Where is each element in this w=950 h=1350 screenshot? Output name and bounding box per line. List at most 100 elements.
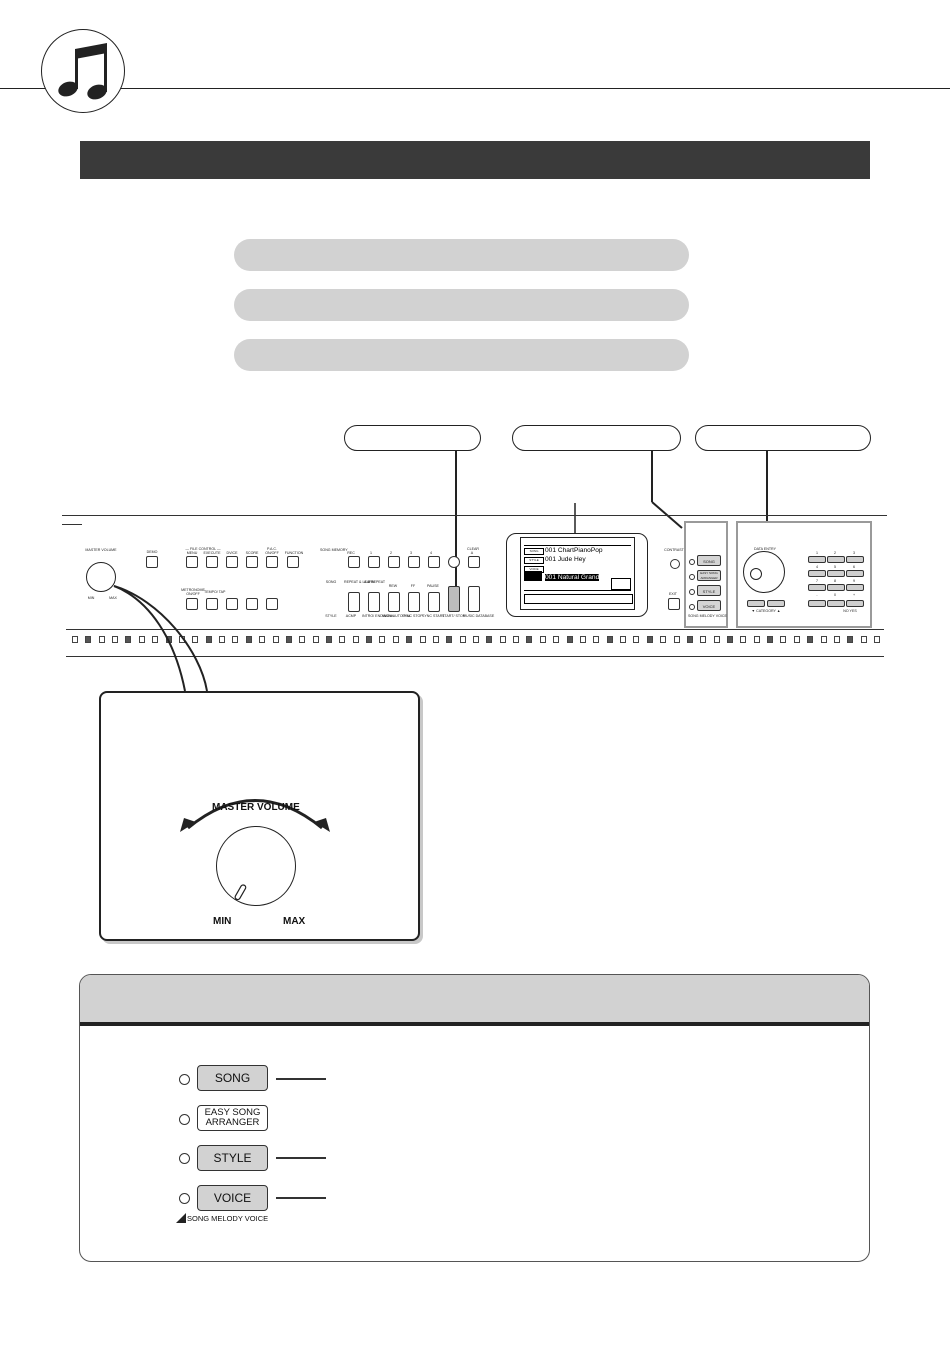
info-pill-1 <box>234 239 689 271</box>
num9-label: 9 <box>853 579 855 583</box>
panel-r-button[interactable] <box>246 598 258 610</box>
lcd-display: SONG 001 ChartPianoPop STYLE 001 Jude He… <box>520 537 635 610</box>
section-title-bar <box>80 141 870 179</box>
info-pill-3 <box>234 339 689 371</box>
panel-score-button[interactable] <box>246 556 258 568</box>
numpad-6-button[interactable] <box>846 570 864 577</box>
zoom-connector-lines <box>113 585 208 692</box>
numpad-5-button[interactable] <box>827 570 845 577</box>
panel-pac-onoff-label: ON/OFF <box>265 551 279 555</box>
voice-category-icon <box>874 636 880 643</box>
lcd-voice-row: 001 Natural Grand <box>545 574 600 581</box>
panel-exit-button[interactable] <box>668 598 680 610</box>
panel-split-button[interactable] <box>266 598 278 610</box>
panel-execute-button[interactable] <box>206 556 218 568</box>
panel-track4-button[interactable] <box>428 556 440 568</box>
panel-track1-button[interactable] <box>368 556 380 568</box>
volume-max-label: MAX <box>283 916 306 927</box>
panel-edge-tick <box>62 524 82 525</box>
voice-category-icon <box>513 636 519 643</box>
numpad-4-button[interactable] <box>808 570 826 577</box>
num2-label: 2 <box>834 551 836 555</box>
voice-lead-line <box>276 1197 326 1199</box>
panel-track-a-button[interactable] <box>468 556 480 568</box>
numpad-0-button[interactable] <box>827 600 845 607</box>
panel-contrast-knob[interactable] <box>670 559 680 569</box>
panel-metronome-onoff-label: ON/OFF <box>186 592 200 596</box>
numpad-7-button[interactable] <box>808 584 826 591</box>
voice-category-icon <box>687 636 693 643</box>
hold-triangle-icon <box>176 1213 186 1223</box>
numpad-2-button[interactable] <box>827 556 845 563</box>
panel-category-down-button[interactable] <box>747 600 765 607</box>
panel-track3-label: 3 <box>410 551 412 555</box>
panel-start-stop-label: START/ STOP <box>442 614 466 618</box>
voice-mode-button[interactable]: VOICE <box>197 1185 268 1211</box>
numpad-9-button[interactable] <box>846 584 864 591</box>
song-lead-line <box>276 1078 326 1080</box>
panel-pac-button[interactable] <box>266 556 278 568</box>
panel-tempo-label: TEMPO/ TAP <box>204 590 226 594</box>
voice-category-icon <box>821 636 827 643</box>
panel-function-button[interactable] <box>287 556 299 568</box>
voice-category-icon <box>567 636 573 643</box>
panel-voice-mode-button[interactable]: VOICE <box>697 600 721 611</box>
panel-menu-button[interactable] <box>186 556 198 568</box>
panel-track5-button[interactable] <box>448 556 460 568</box>
volume-arc-arrow-icon <box>180 799 330 832</box>
voice-category-icon <box>219 636 225 643</box>
voice-category-icon <box>99 636 105 643</box>
panel-easy-song-button[interactable]: EASY SONG ARRANGER <box>697 570 721 581</box>
numpad-8-button[interactable] <box>827 584 845 591</box>
panel-dvice-button[interactable] <box>226 556 238 568</box>
lcd-top-bar <box>524 541 631 546</box>
panel-ff-button[interactable] <box>408 592 420 612</box>
song-indicator-led <box>179 1074 190 1085</box>
voice-indicator-led <box>179 1193 190 1204</box>
panel-song-mode-button[interactable]: SONG <box>697 555 721 566</box>
panel-repeat-learn-button[interactable] <box>348 592 360 612</box>
panel-l-button[interactable] <box>226 598 238 610</box>
panel-ff-label: FF <box>410 584 416 588</box>
voice-category-icon <box>553 636 559 643</box>
voice-category-icon <box>593 636 599 643</box>
panel-track2-button[interactable] <box>388 556 400 568</box>
voice-category-icon <box>192 636 198 643</box>
panel-music-database-button[interactable] <box>468 586 480 612</box>
panel-track3-button[interactable] <box>408 556 420 568</box>
panel-category-label: ▼ CATEGORY ▲ <box>751 609 781 613</box>
style-mode-button[interactable]: STYLE <box>197 1145 268 1171</box>
easy-song-arranger-button[interactable]: EASY SONG ARRANGER <box>197 1105 268 1131</box>
song-mode-button[interactable]: SONG <box>197 1065 268 1091</box>
panel-contrast-label: CONTRAST <box>664 548 684 552</box>
knob-indicator-icon <box>234 884 247 901</box>
callout-data-entry <box>695 425 871 451</box>
lcd-bottom-bar <box>524 594 633 604</box>
voice-category-icon <box>460 636 466 643</box>
panel-metronome-button[interactable] <box>186 598 198 610</box>
song-mode-label: SONG <box>214 1071 251 1085</box>
panel-demo-label: DEMO <box>146 550 158 554</box>
numpad-1-button[interactable] <box>808 556 826 563</box>
numpad-minus-button[interactable] <box>808 600 826 607</box>
panel-tempo-button[interactable] <box>206 598 218 610</box>
panel-style-mode-button[interactable]: STYLE <box>697 585 721 596</box>
panel-rec-button[interactable] <box>348 556 360 568</box>
lcd-song-tag: SONG <box>524 548 544 555</box>
voice-category-icon-strip <box>72 636 882 648</box>
panel-master-volume-knob[interactable] <box>86 562 116 592</box>
numpad-3-button[interactable] <box>846 556 864 563</box>
voice-category-icon <box>674 636 680 643</box>
panel-demo-button[interactable] <box>146 556 158 568</box>
voice-category-icon <box>740 636 746 643</box>
voice-category-icon <box>500 636 506 643</box>
panel-ab-repeat-button[interactable] <box>368 592 380 612</box>
panel-category-up-button[interactable] <box>767 600 785 607</box>
panel-rew-button[interactable] <box>388 592 400 612</box>
master-volume-knob[interactable] <box>216 826 296 906</box>
panel-pause-button[interactable] <box>428 592 440 612</box>
voice-category-icon <box>834 636 840 643</box>
panel-start-stop-button[interactable] <box>448 586 460 612</box>
numpad-plus-button[interactable] <box>846 600 864 607</box>
panel-intro-label: INTRO/ ENDING/rit. <box>362 614 395 618</box>
